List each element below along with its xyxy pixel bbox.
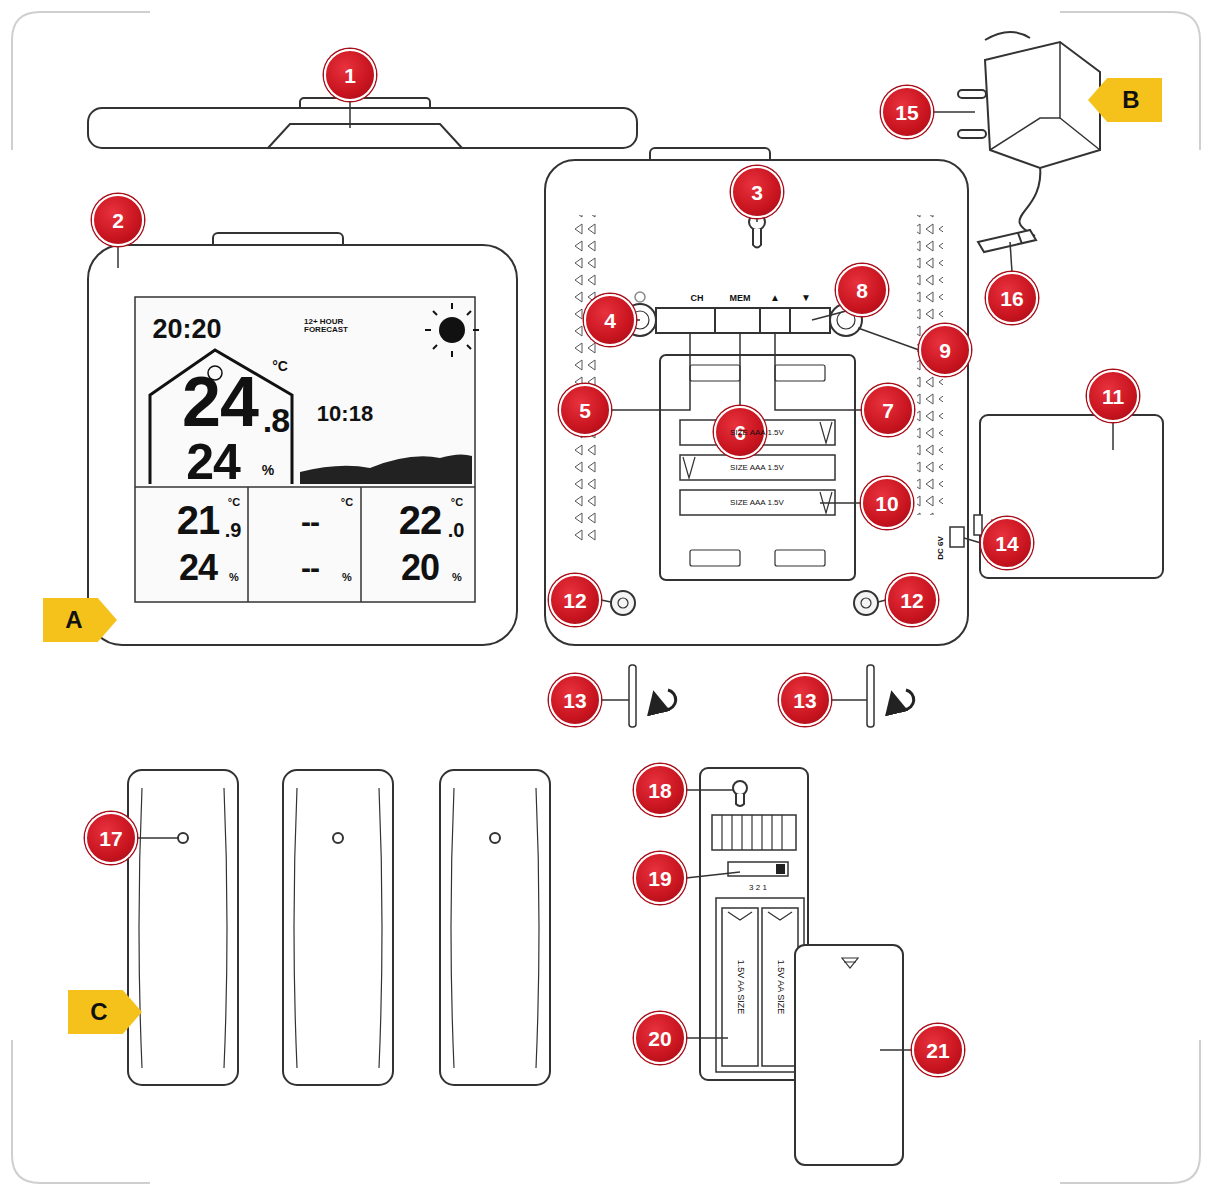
lcd-humidity: 24: [186, 437, 240, 487]
battery-label: 1.5V AA SIZE: [736, 960, 745, 1015]
callout-circle: 20: [634, 1012, 686, 1064]
callout-circle: 14: [981, 517, 1033, 569]
unit-text: %: [229, 572, 239, 583]
sensor-back: [700, 768, 903, 1165]
callout-number: 15: [895, 102, 918, 123]
callout-number: 18: [648, 780, 671, 801]
button-label: CH: [691, 294, 704, 303]
view-tag: A: [43, 598, 117, 642]
callout-circle: 12: [886, 574, 938, 626]
callout-circle: 13: [549, 674, 601, 726]
lcd-temperature: 24: [182, 367, 258, 437]
callout-circle: 1: [324, 49, 376, 101]
button-label: ▲: [770, 293, 780, 303]
callout-number: 13: [793, 690, 816, 711]
station-back: [545, 148, 968, 645]
callout-circle: 8: [836, 264, 888, 316]
station-front: [88, 233, 517, 645]
callout-circle: 2: [92, 194, 144, 246]
unit-text: %: [452, 572, 462, 583]
callout-circle: 17: [85, 812, 137, 864]
callout-number: 3: [751, 182, 763, 203]
battery-door: [974, 415, 1163, 578]
sensor-front: [128, 770, 550, 1085]
frame-corners: [12, 12, 1200, 1183]
callout-number: 11: [1102, 386, 1124, 407]
callout-circle: 15: [881, 86, 933, 138]
callout-number: 21: [926, 1040, 949, 1061]
port-label: DC 6V: [937, 536, 945, 560]
lcd-decimal: .0: [448, 520, 465, 540]
callout-number: 17: [99, 828, 122, 849]
callout-circle: 13: [779, 674, 831, 726]
callout-circle: 11: [1087, 370, 1139, 422]
callout-number: 5: [579, 400, 591, 421]
callout-circle: 16: [986, 272, 1038, 324]
unit-text: °C: [341, 497, 353, 508]
callout-number: 12: [563, 590, 586, 611]
callout-number: 2: [112, 210, 124, 231]
unit-text: %: [262, 463, 274, 477]
view-tag: B: [1088, 78, 1162, 122]
lcd-temperature: 22: [399, 500, 442, 540]
lcd-clock: 20:20: [152, 316, 221, 343]
switch-label: 3 2 1: [749, 884, 767, 892]
callout-number: 16: [1000, 288, 1023, 309]
power-adapter: [958, 32, 1100, 252]
callout-circle: 10: [861, 477, 913, 529]
callout-circle: 19: [634, 852, 686, 904]
battery-label: 1.5V AA SIZE: [776, 960, 785, 1015]
unit-text: %: [342, 572, 352, 583]
view-letter: B: [1110, 88, 1139, 112]
lcd-decimal: .9: [225, 520, 242, 540]
callout-number: 20: [648, 1028, 671, 1049]
callout-number: 1: [344, 65, 356, 86]
unit-text: °C: [272, 359, 288, 373]
callout-number: 7: [882, 400, 894, 421]
callout-circle: 18: [634, 764, 686, 816]
callout-circle: 4: [584, 294, 636, 346]
battery-label: SIZE AAA 1.5V: [730, 499, 784, 507]
battery-label: SIZE AAA 1.5V: [730, 429, 784, 437]
forecast-label: 12+ HOUR FORECAST: [304, 318, 362, 334]
callout-number: 8: [856, 280, 868, 301]
callout-circle: 7: [862, 384, 914, 436]
unit-text: °C: [228, 497, 240, 508]
lcd-dashes: --: [301, 507, 319, 537]
lcd-time: 10:18: [317, 403, 373, 425]
view-letter: C: [90, 1000, 119, 1024]
station-top-view: [88, 98, 637, 148]
button-label: ▼: [801, 293, 811, 303]
view-letter: A: [65, 608, 94, 632]
callout-number: 4: [604, 310, 616, 331]
view-tag: C: [68, 990, 142, 1034]
screws: [629, 665, 914, 727]
callout-circle: 12: [549, 574, 601, 626]
lcd-humidity: 24: [179, 550, 217, 586]
button-label: MEM: [730, 294, 751, 303]
callout-circle: 5: [559, 384, 611, 436]
leader-lines: [118, 101, 1113, 1050]
battery-label: SIZE AAA 1.5V: [730, 464, 784, 472]
callout-number: 19: [648, 868, 671, 889]
callout-number: 9: [939, 340, 951, 361]
callout-circle: 3: [731, 166, 783, 218]
callout-number: 14: [995, 533, 1018, 554]
lcd-decimal: .8: [263, 403, 289, 437]
unit-text: °C: [451, 497, 463, 508]
lcd-temperature: 21: [177, 500, 220, 540]
lcd-dashes: --: [301, 553, 319, 583]
callout-circle: 9: [919, 324, 971, 376]
callout-number: 13: [563, 690, 586, 711]
lcd-humidity: 20: [401, 550, 439, 586]
callout-circle: 21: [912, 1024, 964, 1076]
callout-number: 12: [900, 590, 923, 611]
callout-number: 10: [875, 493, 898, 514]
